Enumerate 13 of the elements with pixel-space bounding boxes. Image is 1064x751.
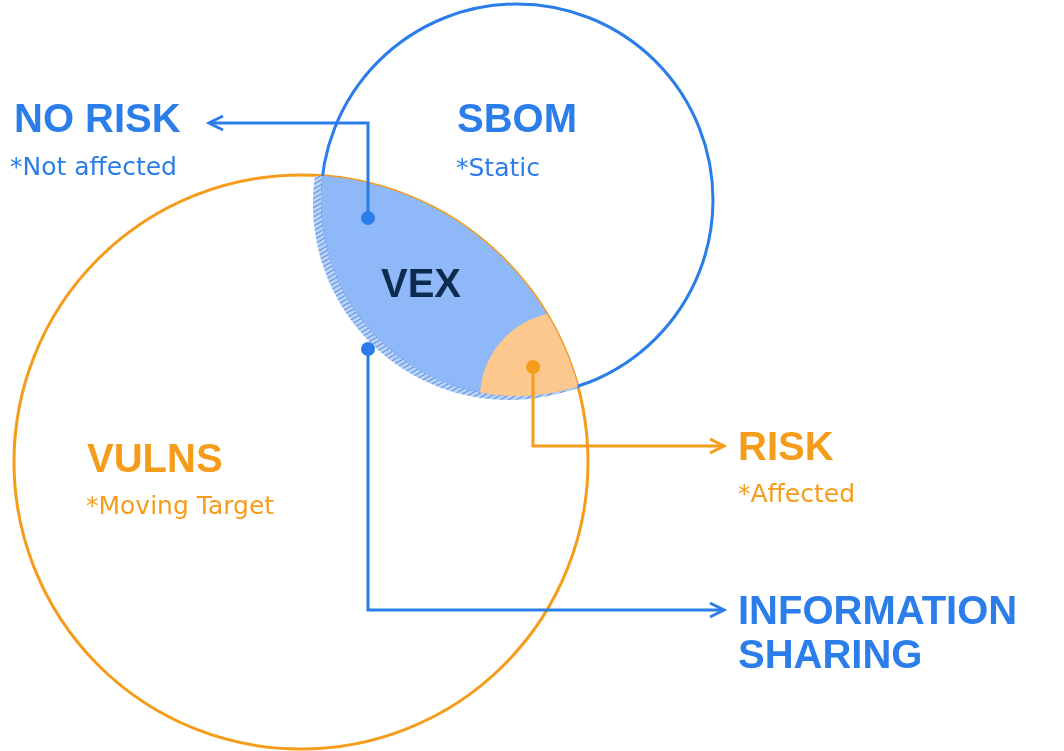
- leader-arrow: [526, 360, 726, 455]
- heading: NO RISK: [14, 96, 181, 140]
- heading: RISK: [738, 424, 834, 468]
- note: *Not affected: [10, 153, 177, 181]
- heading: INFORMATION SHARING: [738, 588, 1019, 676]
- note: *Static: [456, 154, 540, 182]
- leader-arrow: [207, 114, 375, 225]
- heading: VEX: [381, 261, 462, 305]
- heading: VULNS: [87, 436, 223, 480]
- heading: SBOM: [457, 96, 577, 140]
- note: *Affected: [738, 480, 855, 508]
- leader-arrow: [361, 342, 726, 619]
- note: *Moving Target: [86, 492, 275, 520]
